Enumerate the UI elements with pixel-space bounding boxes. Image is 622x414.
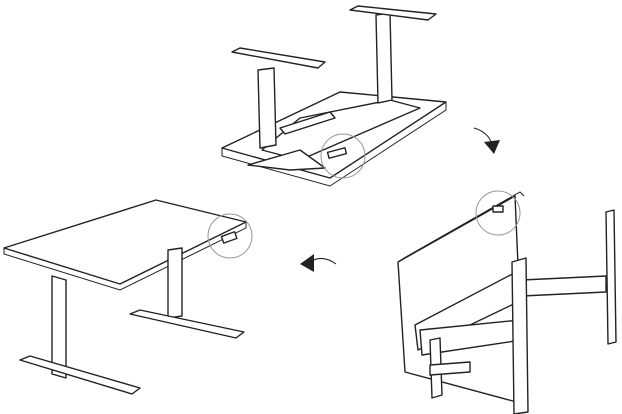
foot-left [232,48,325,68]
leg-left [258,68,276,148]
foot-right [350,6,436,20]
foot-upper [606,210,616,344]
curved-arrow-left-icon [300,254,336,272]
desk-upright [4,200,252,394]
desk-on-side [398,191,616,414]
tabletop [4,200,246,284]
leg-upper [522,276,606,296]
desk-upside-down [222,6,446,186]
leg-right [168,248,182,318]
crossbar [512,258,528,414]
foot-right [130,310,244,338]
curved-arrow-down-icon [474,128,500,154]
leg-right [376,13,392,103]
foot-left [20,356,140,394]
control-panel [493,206,503,212]
